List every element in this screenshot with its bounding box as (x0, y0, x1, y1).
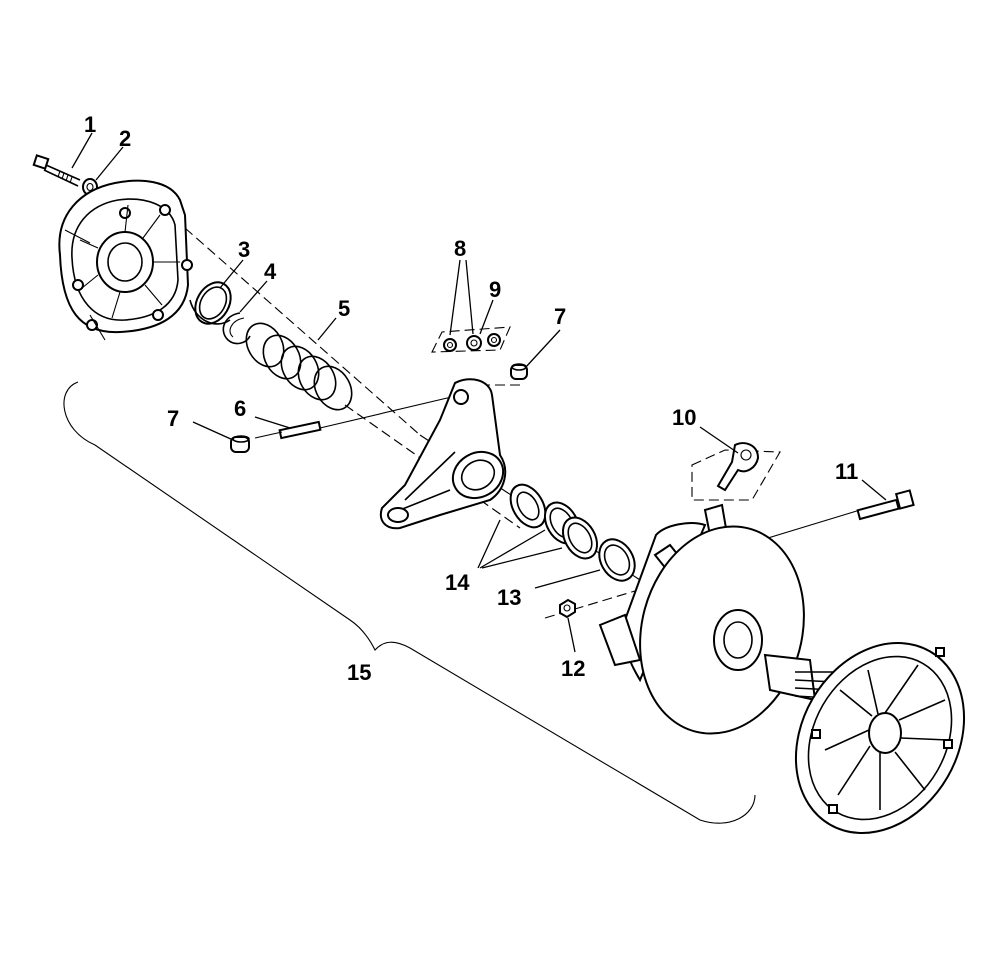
part-nut-12 (559, 598, 576, 619)
callout-5: 5 (338, 296, 350, 321)
callout-4: 4 (264, 259, 277, 284)
part-spider-arm (380, 378, 507, 530)
callout-2: 2 (119, 126, 131, 151)
callout-7-right: 7 (554, 304, 566, 329)
callout-11: 11 (835, 459, 858, 484)
callout-13: 13 (497, 585, 521, 610)
part-roller-7-right (510, 363, 528, 380)
assembly-bracket-15 (63, 381, 756, 824)
callout-6: 6 (234, 396, 246, 421)
callout-14: 14 (445, 570, 470, 595)
part-pin-6 (254, 420, 322, 440)
part-snap-ring-4 (222, 312, 251, 345)
part-bearing-13 (598, 538, 636, 582)
part-washers-8-9 (431, 326, 511, 353)
part-fixed-sheave (763, 642, 966, 834)
leader-lines (71, 132, 887, 653)
callout-1: 1 (84, 112, 96, 137)
callout-15: 15 (347, 660, 371, 685)
part-roller-7-left (230, 435, 250, 453)
part-spring-5 (245, 322, 353, 411)
callout-10: 10 (672, 405, 696, 430)
part-bracket-10 (691, 442, 781, 501)
part-movable-sheave (598, 503, 805, 735)
callout-12: 12 (561, 656, 585, 681)
callout-7-left: 7 (167, 406, 179, 431)
callout-8: 8 (454, 236, 466, 261)
part-bolt-11 (856, 489, 915, 521)
callout-labels: 1 2 3 4 5 6 7 7 8 9 10 11 12 13 14 15 (84, 112, 858, 685)
part-shims-14 (509, 483, 599, 560)
part-bolt-1 (32, 154, 81, 187)
callout-3: 3 (238, 237, 250, 262)
part-bushing-3 (189, 281, 232, 325)
callout-9: 9 (489, 277, 501, 302)
part-clutch-cover (58, 179, 193, 341)
